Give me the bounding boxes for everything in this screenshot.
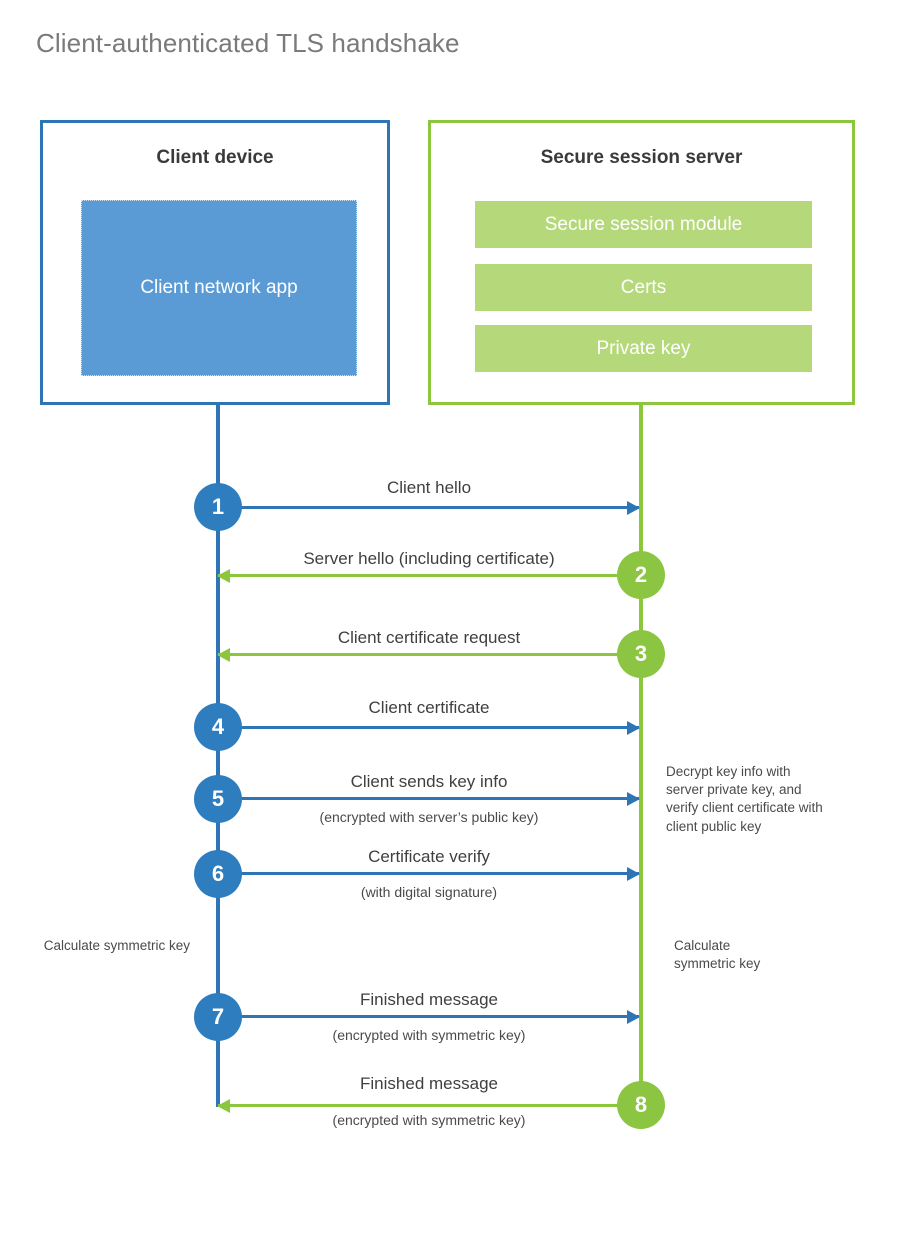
step-circle-2[interactable]: 2 [617,551,665,599]
message-sublabel-7: (encrypted with symmetric key) [332,1027,526,1043]
message-label-8: Finished message [360,1074,498,1093]
message-label-6: Certificate verify [368,847,490,866]
step-circle-7[interactable]: 7 [194,993,242,1041]
step-circle-6[interactable]: 6 [194,850,242,898]
note-client-calculate-symmetric-key: Calculate symmetric key [43,938,190,953]
message-label-5: Client sends key info [350,772,508,791]
step-circle-8[interactable]: 8 [617,1081,665,1129]
message-arrow-1 [218,500,640,515]
secure-session-server-title: Secure session server [540,147,743,168]
message-label-4: Client certificate [368,698,490,717]
message-sublabel-8: (encrypted with symmetric key) [332,1112,526,1128]
message-label-2: Server hello (including certificate) [303,549,555,568]
note-server-decrypt: Decrypt key info with server private key… [666,764,823,834]
step-circle-3[interactable]: 3 [617,630,665,678]
client-network-app-block: Client network app [81,200,357,376]
message-arrow-7 [218,1009,640,1024]
server-lifeline [639,405,643,1107]
client-device-title: Client device [156,147,274,168]
step-circle-4[interactable]: 4 [194,703,242,751]
message-arrow-2 [217,568,639,583]
message-arrow-4 [218,720,640,735]
message-label-1: Client hello [386,478,472,497]
message-arrow-6 [218,866,640,881]
client-device-box: Client device Client network app [40,120,390,405]
message-sublabel-6: (with digital signature) [360,884,498,900]
server-module-certs: Certs [475,264,812,311]
step-circle-1[interactable]: 1 [194,483,242,531]
message-label-7: Finished message [360,990,498,1009]
secure-session-server-box: Secure session server Secure session mod… [428,120,855,405]
server-module-private-key: Private key [475,325,812,372]
message-sublabel-5: (encrypted with server’s public key) [319,809,539,825]
server-module-secure-session-module: Secure session module [475,201,812,248]
message-arrow-5 [218,791,640,806]
page-title: Client-authenticated TLS handshake [36,28,460,58]
message-label-3: Client certificate request [337,628,521,647]
message-arrow-8 [217,1098,639,1113]
note-server-calculate-symmetric-key: Calculate symmetric key [674,938,761,972]
client-lifeline [216,405,220,1107]
message-arrow-3 [217,647,639,662]
step-circle-5[interactable]: 5 [194,775,242,823]
